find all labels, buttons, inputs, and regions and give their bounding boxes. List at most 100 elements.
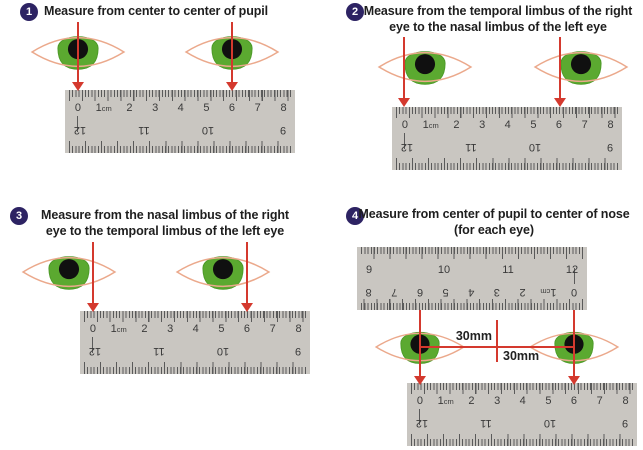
ruler-ticks [84,311,306,322]
ruler-number: 2 [126,102,133,114]
ruler-number: 12 [415,417,429,429]
ruler-number: 10 [528,141,542,153]
ruler-number: 11 [465,141,477,153]
ruler-number: 4 [192,323,199,335]
ruler-number: 12 [88,345,102,357]
ruler-number: 3 [494,395,501,407]
ruler-number: 3 [493,286,500,298]
ruler-number: 8 [365,286,372,298]
step-title-line: Measure from the nasal limbus of the rig… [41,208,289,222]
down-arrow-icon [568,310,580,385]
ruler-unit-label: cm [101,104,112,113]
step-title-line: Measure from center of pupil to center o… [358,207,630,221]
ruler-ticks [69,90,291,101]
ruler-unit-label: cm [443,397,454,406]
ruler-ticks [361,299,583,310]
panel-step-1: 1 Measure from center to center of pupil… [0,0,322,190]
step-title-line: eye to the nasal limbus of the left eye [389,19,607,34]
ruler-number: 0 [401,119,409,131]
ruler-number: 5 [218,323,225,335]
ruler-number: 12 [73,124,87,136]
ruler-number: 0 [570,286,578,298]
right-eye-icon [21,250,117,294]
ruler-number: 2 [468,395,475,407]
step-badge: 2 [346,3,364,21]
ruler-number: 4 [177,102,184,114]
ruler-number: 2 [453,119,460,131]
ruler-number: 12 [565,264,579,276]
ruler-scale-cm: 0 1cm 2 3 4 5 6 7 8 [357,285,587,298]
down-arrow-icon [72,22,84,91]
nose-center-line [496,320,498,362]
ruler-number: 3 [152,102,159,114]
ruler-number: 9 [294,345,302,357]
ruler-number: 4 [519,395,526,407]
ruler-number: 1cm [95,102,112,114]
ruler-number: 3 [479,119,486,131]
ruler-number: 2 [519,286,526,298]
ruler-number: 2 [141,323,148,335]
ruler-number: 0 [89,323,97,335]
ruler-number: 7 [391,286,398,298]
ruler-number: 0 [416,395,424,407]
ruler-ticks [396,107,618,118]
step-title-line: (for each eye) [454,222,534,237]
ruler-ticks [84,362,306,374]
down-arrow-icon [241,242,253,312]
step-badge: 4 [346,207,364,225]
ruler-number: 4 [504,119,511,131]
ruler-number: 6 [416,286,424,298]
pd-distance-label-left: 30mm [455,329,492,343]
ruler-number: 5 [545,395,552,407]
ruler-number: 7 [596,395,603,407]
down-arrow-icon [398,37,410,107]
left-eye-icon [533,45,629,89]
down-arrow-icon [554,37,566,107]
ruler-number: 10 [543,417,557,429]
down-arrow-icon [226,22,238,91]
ruler-number: 1cm [540,286,557,298]
ruler-number: 5 [442,286,449,298]
ruler-number: 12 [400,141,414,153]
ruler-number: 11 [502,264,514,276]
ruler-unit-label: cm [116,325,127,334]
ruler-number: 3 [167,323,174,335]
pd-distance-label-right: 30mm [503,349,540,363]
ruler-number: 9 [365,264,373,276]
ruler-number: 11 [153,345,165,357]
ruler-number: 7 [269,323,276,335]
step-title: Measure from the nasal limbus of the rig… [24,208,306,239]
step-badge: 1 [20,3,38,21]
ruler-unit-label: cm [428,121,439,130]
down-arrow-icon [87,242,99,312]
ruler-zero-mark [77,116,79,132]
step-title-line: Measure from center to center of pupil [44,4,269,18]
ruler-ticks [361,247,583,259]
ruler-flipped: 0 1cm 2 3 4 5 6 7 8 12 11 10 9 [357,247,587,310]
ruler-number: 4 [468,286,475,298]
ruler-number: 10 [201,124,215,136]
ruler-number: 5 [203,102,210,114]
ruler-number: 10 [437,264,451,276]
left-eye-icon [175,250,271,294]
ruler-number: 6 [243,323,251,335]
ruler-number: 8 [607,119,614,131]
ruler-number: 8 [280,102,287,114]
ruler-number: 9 [279,124,287,136]
ruler-zero-mark [92,337,94,353]
panel-step-3: 3 Measure from the nasal limbus of the r… [0,190,322,450]
ruler-number: 7 [581,119,588,131]
panel-step-4: 4 Measure from center of pupil to center… [330,190,643,450]
ruler-zero-mark [419,409,421,425]
ruler-number: 11 [480,417,492,429]
step-title: Measure from center of pupil to center o… [354,207,634,238]
